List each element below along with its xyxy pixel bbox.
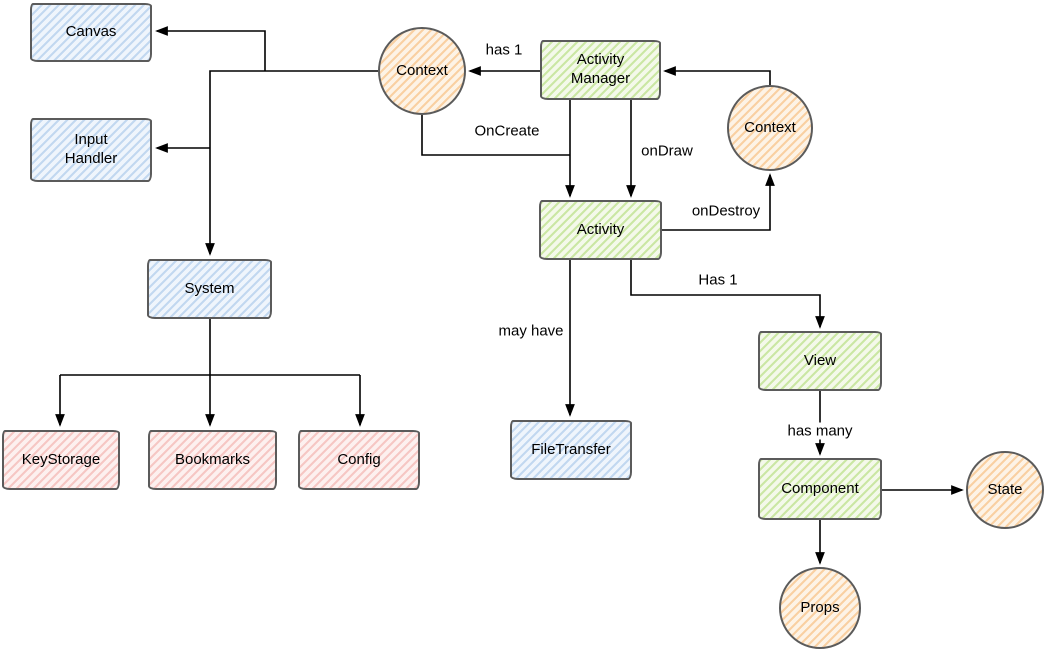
node-state: State	[966, 451, 1044, 529]
node-input-handler: Input Handler	[30, 118, 152, 182]
node-context-right: Context	[727, 85, 813, 171]
edge-context-canvas	[155, 26, 266, 71]
node-config: Config	[298, 430, 420, 490]
edge-label-oncreate: OnCreate	[471, 122, 543, 140]
node-canvas: Canvas	[30, 3, 152, 62]
edge-activity-view	[630, 260, 825, 329]
edge-label-may-have: may have	[495, 322, 567, 340]
edge-label-has-1-view: Has 1	[695, 271, 741, 289]
node-activity: Activity	[539, 200, 662, 260]
node-view: View	[758, 331, 882, 391]
edge-label-ondraw: onDraw	[638, 142, 696, 160]
edge-context-system	[205, 70, 378, 256]
edge-label-has-many: has many	[784, 422, 856, 440]
node-activity-manager: Activity Manager	[540, 40, 661, 100]
edge-label-ondestroy: onDestroy	[688, 202, 764, 220]
node-props: Props	[779, 567, 861, 649]
node-keystorage: KeyStorage	[2, 430, 120, 490]
node-filetransfer: FileTransfer	[510, 420, 632, 480]
node-bookmarks: Bookmarks	[148, 430, 277, 490]
node-component: Component	[758, 458, 882, 520]
node-system: System	[147, 259, 272, 319]
edge-label-has-1: has 1	[482, 41, 526, 59]
node-context-left: Context	[378, 27, 466, 115]
